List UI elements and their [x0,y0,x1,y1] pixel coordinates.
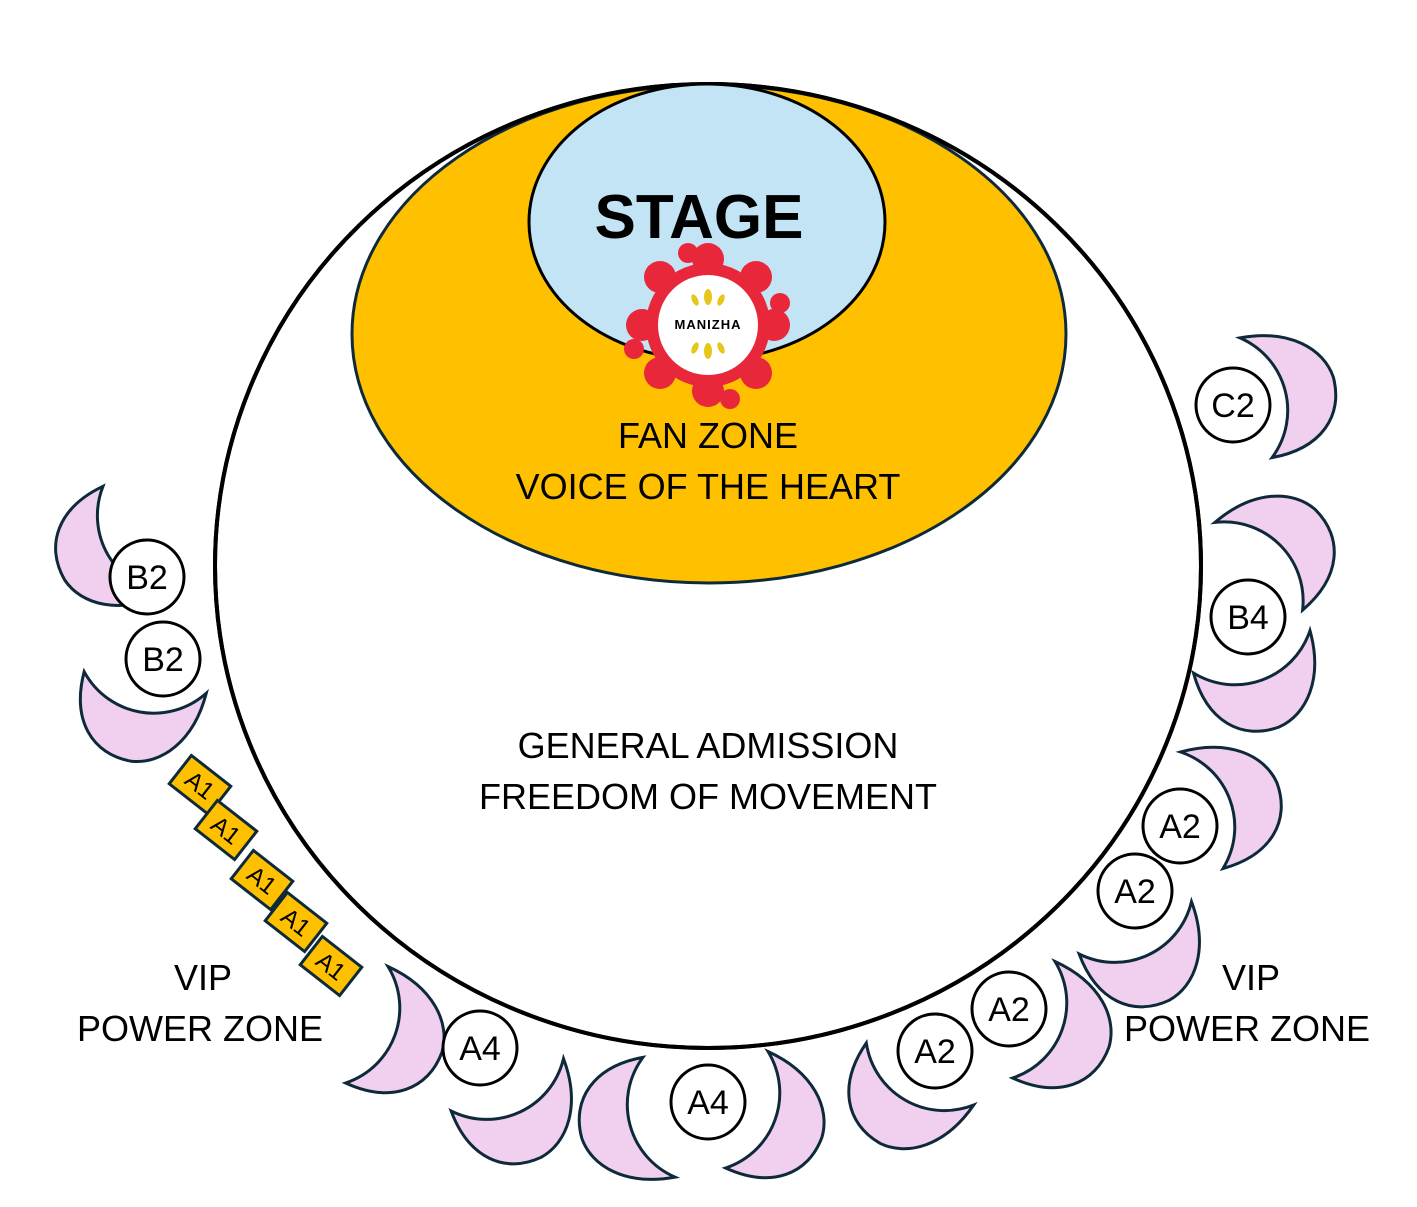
badge-circle [896,1012,974,1090]
vip-right-label: VIP [1222,957,1280,998]
section-badge-c2[interactable]: C2 [1194,366,1272,444]
badge-circle [1141,787,1219,865]
vip-left-subtitle: POWER ZONE [77,1008,323,1049]
badge-circle [1209,578,1287,656]
section-badge-b2[interactable]: B2 [108,538,186,616]
a1-box-shape [263,890,329,954]
fan-zone-subtitle: VOICE OF THE HEART [516,466,901,507]
a1-box[interactable]: A1 [263,890,329,954]
general-admission-label: GENERAL ADMISSION [518,725,899,766]
badge-label: A2 [914,1033,956,1071]
badge-label: A4 [459,1030,501,1068]
stage-label: STAGE [595,183,804,252]
badge-circle [1096,852,1174,930]
general-admission-subtitle: FREEDOM OF MOVEMENT [479,776,937,817]
badge-circle [669,1063,747,1141]
a1-box-shape [298,934,364,998]
logo-text: MANIZHA [675,317,742,332]
a1-box[interactable]: A1 [298,934,364,998]
vip-left-label: VIP [174,957,232,998]
badge-label: A4 [687,1084,729,1122]
a1-box[interactable]: A1 [193,798,259,862]
fan-zone-label: FAN ZONE [618,415,798,456]
badge-circle [970,970,1048,1048]
section-badge-a4[interactable]: A4 [669,1063,747,1141]
a1-box-shape [229,848,295,912]
section-badge-a2[interactable]: A2 [970,970,1048,1048]
badge-circle [1194,366,1272,444]
section-badge-a2[interactable]: A2 [1096,852,1174,930]
badge-circle [124,620,202,698]
a1-box-shape [193,798,259,862]
badge-label: B2 [142,641,184,679]
vip-lounge[interactable] [723,1049,845,1198]
section-badge-a2[interactable]: A2 [896,1012,974,1090]
badge-label: B2 [126,559,168,597]
badge-label: A2 [1159,808,1201,846]
a1-box[interactable]: A1 [229,848,295,912]
vip-right-subtitle: POWER ZONE [1124,1008,1370,1049]
badge-label: B4 [1227,599,1269,637]
section-badge-a4[interactable]: A4 [441,1009,519,1087]
section-badge-b4[interactable]: B4 [1209,578,1287,656]
badge-circle [108,538,186,616]
badge-label: A2 [988,991,1030,1029]
manizha-logo: MANIZHA [624,243,790,409]
badge-circle [441,1009,519,1087]
section-badge-a2[interactable]: A2 [1141,787,1219,865]
vip-lounge[interactable] [564,1055,677,1200]
section-badge-b2[interactable]: B2 [124,620,202,698]
badge-label: C2 [1211,387,1254,425]
badge-label: A2 [1114,873,1156,911]
